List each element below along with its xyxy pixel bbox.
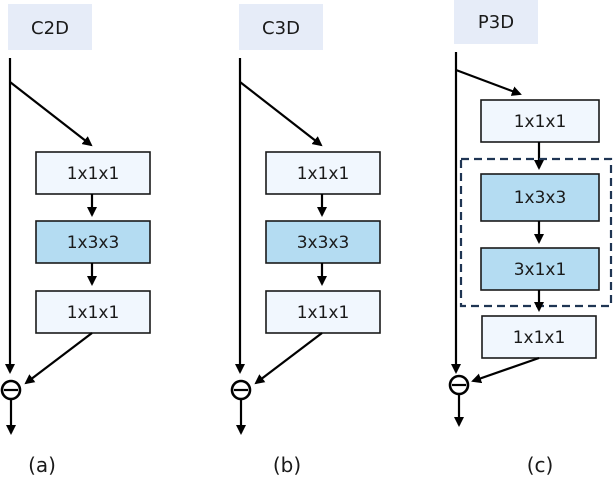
conv-block — [265, 290, 381, 334]
panel-caption: (b) — [273, 453, 301, 477]
conv-block-label: 1x3x3 — [67, 233, 120, 253]
panel-p3d: P3D 1x1x1 1x3x3 3x1x1 1x1x1 (c) — [448, 0, 613, 477]
conv-block — [35, 151, 151, 195]
conv-block — [481, 315, 597, 359]
conv-block-highlight — [480, 247, 600, 291]
panel-title-box — [239, 4, 323, 50]
panel-title: P3D — [478, 12, 514, 33]
conv-block-label: 3x1x1 — [514, 260, 567, 280]
panel-c2d: C2D 1x1x1 1x3x3 1x1x1 (a) — [0, 4, 151, 477]
merge-arrow — [24, 332, 93, 385]
conv-block-label: 1x1x1 — [67, 164, 120, 184]
merge-arrow — [254, 332, 323, 385]
conv-block — [35, 290, 151, 334]
conv-block-label: 3x3x3 — [297, 233, 350, 253]
conv-block-label: 1x1x1 — [67, 303, 120, 323]
conv-block-label: 1x1x1 — [513, 328, 566, 348]
panel-title-box — [454, 0, 538, 44]
panel-title: C3D — [262, 18, 300, 39]
conv-block-highlight — [480, 173, 600, 222]
conv-block-label: 1x3x3 — [514, 188, 567, 208]
conv-block — [265, 151, 381, 195]
panel-title: C2D — [31, 18, 69, 39]
panel-c3d: C3D 1x1x1 3x3x3 1x1x1 (b) — [230, 4, 381, 477]
panel-title-box — [8, 4, 92, 50]
branch-arrow — [455, 68, 522, 96]
branch-arrow — [239, 81, 323, 147]
branch-arrow — [9, 81, 93, 147]
panel-caption: (c) — [527, 453, 554, 477]
conv-block-label: 1x1x1 — [297, 303, 350, 323]
merge-arrow — [471, 356, 540, 384]
conv-block-label: 1x1x1 — [514, 112, 567, 132]
conv-block-highlight — [265, 220, 381, 264]
conv-block-label: 1x1x1 — [297, 164, 350, 184]
panel-caption: (a) — [28, 453, 56, 477]
